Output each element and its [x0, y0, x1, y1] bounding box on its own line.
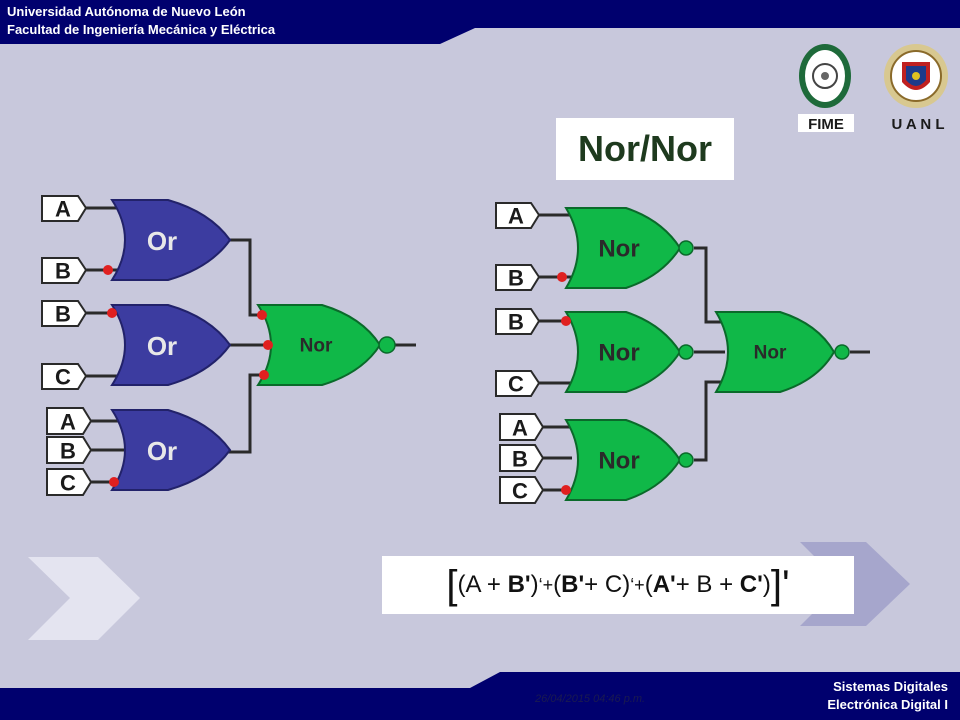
red-dot: [561, 316, 571, 326]
left-or-gate-1: [110, 199, 232, 281]
left-input-label: B: [55, 302, 71, 327]
right-input-box-2: [495, 264, 541, 291]
red-dot: [263, 340, 273, 350]
bubble-right-nor3-output: [678, 452, 694, 468]
red-dot: [107, 308, 117, 318]
footer-bar: [0, 672, 960, 720]
left-input-box-2: [41, 257, 88, 284]
right-input-box-3: [495, 308, 541, 335]
right-output-gate-label: Nor: [754, 343, 787, 364]
formula-term-3: (A'+ B + C'): [644, 571, 771, 598]
chevron-left-arrow: [28, 557, 140, 640]
formula-term-2: (B'+ C): [553, 571, 631, 598]
formula-open-bracket: [: [446, 563, 458, 607]
left-input-box-7: [46, 468, 93, 496]
left-input-label: C: [60, 471, 76, 496]
red-dot: [257, 310, 267, 320]
left-input-box-5: [46, 407, 93, 435]
formula-term-1: (A + B'): [457, 571, 539, 598]
left-input-box-3: [41, 300, 88, 327]
bubble-right-nor1-output: [678, 240, 694, 256]
fime-logo-label: FIME: [808, 116, 844, 133]
right-gate-label: Nor: [598, 236, 639, 263]
right-input-label: A: [512, 416, 528, 441]
left-input-label: A: [55, 197, 71, 222]
right-input-label: C: [512, 479, 528, 504]
right-input-label: C: [508, 372, 524, 397]
bubble-right-final-output: [834, 344, 850, 360]
left-gate-label: Or: [147, 226, 177, 256]
fime-logo: FIME: [798, 44, 854, 133]
left-input-label: C: [55, 365, 71, 390]
logos: FIME U A N L: [798, 44, 948, 133]
red-dot: [561, 485, 571, 495]
header-bar: [0, 0, 960, 44]
bubble-left-nor-output: [378, 336, 396, 354]
formula-box: [ (A + B') ‘+ (B'+ C) ‘+ (A'+ B + C') ]': [382, 556, 854, 614]
right-input-box-4: [495, 370, 541, 397]
formula-close-bracket: ]': [770, 563, 790, 607]
red-dot: [259, 370, 269, 380]
right-input-box-1: [495, 202, 541, 229]
right-gate-label: Nor: [598, 448, 639, 475]
right-input-box-6: [499, 444, 545, 472]
right-nor-gate-out: [714, 311, 836, 393]
left-gate-label: Or: [147, 436, 177, 466]
right-gate-label: Nor: [598, 340, 639, 367]
formula-operator: ‘+: [630, 574, 645, 595]
right-nor-gate-1: [564, 207, 682, 289]
left-or-gate-2: [110, 304, 232, 386]
footer-course-1: Sistemas Digitales: [833, 679, 948, 694]
right-nor-gate-3: [564, 419, 682, 501]
uanl-logo-label: U A N L: [891, 116, 944, 133]
left-input-box-1: [41, 195, 88, 222]
left-input-label: A: [60, 410, 76, 435]
left-input-box-6: [46, 436, 93, 464]
left-output-gate-label: Nor: [300, 336, 333, 357]
right-input-label: B: [508, 266, 524, 291]
title-box: Nor/Nor: [556, 118, 734, 180]
inversion-dots: [103, 265, 571, 495]
left-input-label: B: [55, 259, 71, 284]
left-input-label: B: [60, 439, 76, 464]
red-dot: [557, 272, 567, 282]
right-input-box-5: [499, 413, 545, 441]
left-input-box-4: [41, 363, 88, 390]
left-gate-label: Or: [147, 331, 177, 361]
right-input-label: A: [508, 204, 524, 229]
footer-date: 26/04/2015 04:46 p.m.: [535, 693, 646, 705]
bubble-right-nor2-output: [678, 344, 694, 360]
header-faculty: Facultad de Ingeniería Mecánica y Eléctr…: [7, 22, 276, 37]
uanl-logo: U A N L: [884, 44, 948, 133]
right-input-label: B: [508, 310, 524, 335]
right-nor-gate-2: [564, 311, 682, 393]
left-or-gate-3: [110, 409, 232, 491]
red-dot: [109, 477, 119, 487]
right-input-label: B: [512, 447, 528, 472]
right-input-box-7: [499, 476, 545, 504]
formula-operator: ‘+: [538, 574, 554, 595]
slide-title: Nor/Nor: [578, 128, 712, 169]
footer-course-2: Electrónica Digital I: [827, 697, 948, 712]
red-dot: [103, 265, 113, 275]
header-university: Universidad Autónoma de Nuevo León: [7, 4, 246, 19]
